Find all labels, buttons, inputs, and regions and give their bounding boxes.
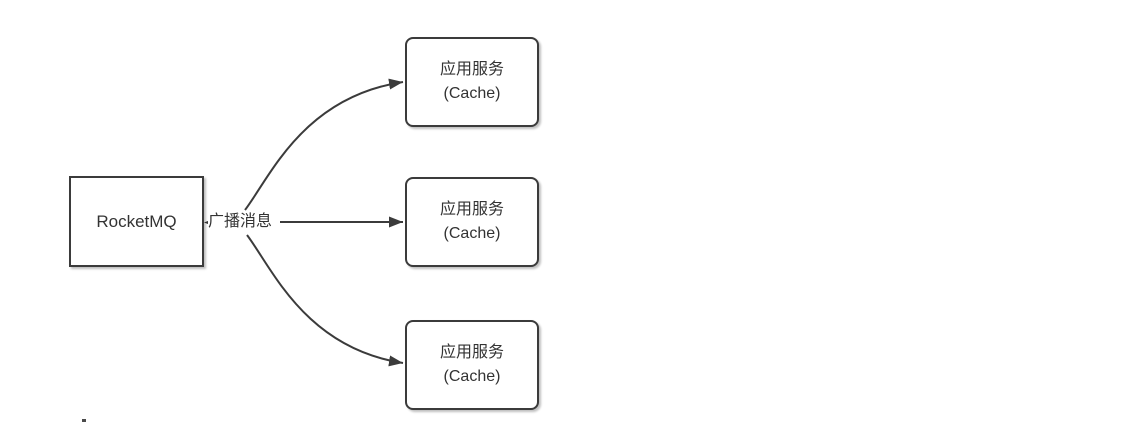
node-label-line1: 应用服务 (439, 61, 504, 78)
node-app-service-cache-2[interactable]: 应用服务 (Cache) (405, 177, 539, 267)
node-label-line1: 应用服务 (439, 201, 504, 218)
node-label-line2: (Cache) (443, 368, 501, 385)
node-label-line2: (Cache) (443, 85, 501, 102)
artifact-dot (82, 419, 86, 422)
node-app-service-cache-1[interactable]: 应用服务 (Cache) (405, 37, 539, 127)
node-rocketmq-label: RocketMQ (96, 211, 177, 231)
edge-to-target-bottom (246, 234, 404, 367)
edge-label-broadcast: 广播消息 (208, 213, 280, 231)
node-rocketmq[interactable]: RocketMQ (69, 176, 204, 267)
node-label-line1: 应用服务 (439, 344, 504, 361)
node-label-line2: (Cache) (443, 225, 501, 242)
node-app-service-cache-3[interactable]: 应用服务 (Cache) (405, 320, 539, 410)
edge-to-target-top (244, 78, 404, 211)
